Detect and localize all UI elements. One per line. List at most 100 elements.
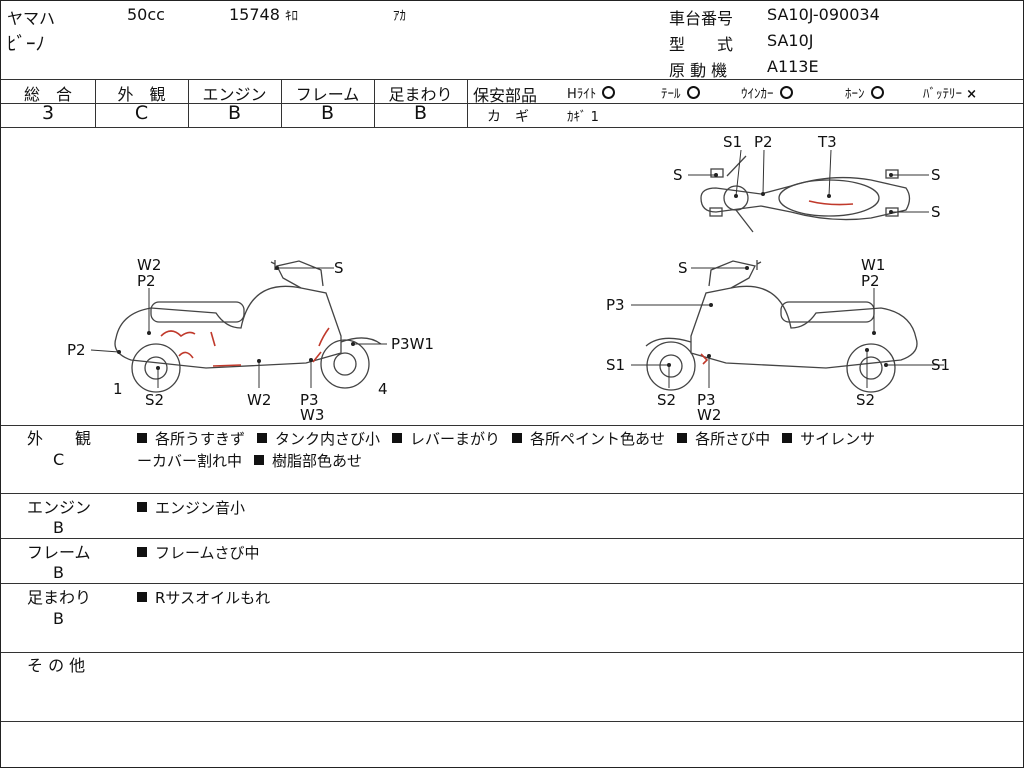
grade-value-engine: B bbox=[227, 102, 242, 124]
divider bbox=[467, 79, 468, 127]
bullet-icon bbox=[677, 433, 688, 443]
label-left-1: 1 bbox=[113, 380, 123, 398]
engine-label: 原 動 機 bbox=[669, 61, 728, 80]
bullet-icon bbox=[512, 433, 523, 443]
label-right-w2: W2 bbox=[697, 406, 721, 424]
label-right-s1-right: S1 bbox=[931, 356, 950, 374]
note-exterior-grade: C bbox=[53, 450, 65, 469]
note-engine-grade: B bbox=[53, 518, 64, 537]
divider bbox=[1, 493, 1023, 494]
label-top-s-right-a: S bbox=[931, 166, 941, 184]
bullet-icon bbox=[254, 455, 265, 465]
safety-winker: ｳｲﾝｶｰ bbox=[741, 83, 793, 102]
label-left-w2-bottom: W2 bbox=[247, 391, 271, 409]
divider bbox=[1, 103, 467, 104]
note-exterior-line2: ーカバー割れ中樹脂部色あせ bbox=[137, 452, 363, 470]
chassis-value: SA10J-090034 bbox=[767, 5, 880, 24]
note-other-label: そ の 他 bbox=[27, 656, 86, 675]
grade-value-exterior: C bbox=[134, 102, 149, 124]
damage-marks bbox=[160, 200, 854, 367]
grade-value-frame: B bbox=[320, 102, 335, 124]
divider bbox=[467, 103, 1023, 104]
note-frame-grade: B bbox=[53, 563, 64, 582]
divider bbox=[1, 79, 1023, 80]
label-top-s-right-b: S bbox=[931, 203, 941, 221]
label-right-p3-bottom: P3 bbox=[697, 391, 716, 409]
label-top-s1: S1 bbox=[723, 133, 742, 151]
key-label: カ ギ bbox=[487, 109, 529, 125]
label-top-t3: T3 bbox=[817, 133, 837, 151]
safety-horn: ﾎｰﾝ bbox=[845, 83, 884, 102]
divider bbox=[374, 79, 375, 127]
damage-diagram: S S1 P2 T3 S S W2 P2 S P2 P3W1 1 S2 W2 P… bbox=[67, 133, 950, 424]
bullet-icon bbox=[782, 433, 793, 443]
grade-label-frame: フレーム bbox=[295, 85, 360, 104]
label-left-w3: W3 bbox=[300, 406, 324, 424]
note-engine-label: エンジン bbox=[27, 498, 92, 517]
note-exterior-line1: 各所うすきずタンク内さび小レバーまがり各所ペイント色あせ各所さび中サイレンサ bbox=[137, 428, 875, 450]
divider bbox=[1, 583, 1023, 584]
maker: ヤマハ bbox=[7, 9, 56, 28]
label-left-4: 4 bbox=[378, 380, 388, 398]
grade-label-overall: 総 合 bbox=[23, 85, 72, 104]
label-left-s: S bbox=[334, 259, 344, 277]
label-top-s-left: S bbox=[673, 166, 683, 184]
bullet-icon bbox=[137, 502, 147, 512]
displacement: 50cc bbox=[127, 5, 165, 24]
note-engine-items: エンジン音小 bbox=[137, 497, 245, 519]
label-left-p2-top: P2 bbox=[137, 272, 156, 290]
note-suspension-grade: B bbox=[53, 609, 64, 628]
circle-icon bbox=[870, 86, 884, 99]
label-left-w2: W2 bbox=[137, 256, 161, 274]
circle-icon bbox=[779, 86, 793, 99]
label-right-w1: W1 bbox=[861, 256, 885, 274]
label-top-p2: P2 bbox=[754, 133, 773, 151]
scooter-left-view bbox=[114, 260, 382, 393]
bullet-icon bbox=[257, 433, 268, 443]
circle-icon bbox=[686, 86, 700, 99]
divider bbox=[1, 538, 1023, 539]
note-frame-items: フレームさび中 bbox=[137, 542, 260, 564]
grade-label-exterior: 外 観 bbox=[117, 85, 166, 104]
circle-icon bbox=[602, 86, 616, 99]
divider bbox=[95, 79, 96, 127]
label-right-s: S bbox=[678, 259, 688, 277]
model-name: ﾋﾞｰﾉ bbox=[7, 33, 46, 55]
label-right-s1-left: S1 bbox=[606, 356, 625, 374]
label-left-p3: P3 bbox=[300, 391, 319, 409]
type-value: SA10J bbox=[767, 31, 814, 50]
grade-value-overall: 3 bbox=[41, 102, 55, 124]
note-frame-label: フレーム bbox=[27, 543, 91, 562]
type-label: 型 式 bbox=[669, 35, 734, 54]
bullet-icon bbox=[137, 592, 147, 602]
note-suspension-label: 足まわり bbox=[27, 588, 92, 607]
bullet-icon bbox=[392, 433, 403, 443]
chassis-label: 車台番号 bbox=[669, 9, 734, 28]
scooter-top-view bbox=[700, 155, 911, 233]
divider bbox=[1, 721, 1023, 722]
engine-value: A113E bbox=[767, 57, 819, 76]
label-right-p2: P2 bbox=[861, 272, 880, 290]
label-left-p2-side: P2 bbox=[67, 341, 86, 359]
bullet-icon bbox=[137, 433, 147, 443]
safety-battery: ﾊﾞｯﾃﾘｰ × bbox=[923, 87, 978, 102]
divider bbox=[1, 127, 1023, 128]
divider bbox=[281, 79, 282, 127]
note-suspension-items: Rサスオイルもれ bbox=[137, 587, 270, 609]
grade-value-suspension: B bbox=[413, 102, 428, 124]
label-right-s2-left: S2 bbox=[657, 391, 676, 409]
safety-title: 保安部品 bbox=[473, 86, 538, 105]
key-value: ｶｷﾞ 1 bbox=[567, 110, 599, 125]
bullet-icon bbox=[137, 547, 147, 557]
mileage: 15748 ｷﾛ bbox=[229, 5, 298, 24]
divider bbox=[1, 652, 1023, 653]
note-exterior-label: 外 観 bbox=[27, 429, 92, 448]
safety-headlight: Hﾗｲﾄ bbox=[567, 83, 616, 102]
divider bbox=[188, 79, 189, 127]
safety-tail: ﾃｰﾙ bbox=[661, 83, 700, 102]
grade-label-engine: エンジン bbox=[202, 85, 267, 104]
color: ｱｶ bbox=[393, 9, 406, 24]
label-left-p3w1: P3W1 bbox=[391, 335, 434, 353]
scooter-right-view bbox=[645, 260, 918, 393]
